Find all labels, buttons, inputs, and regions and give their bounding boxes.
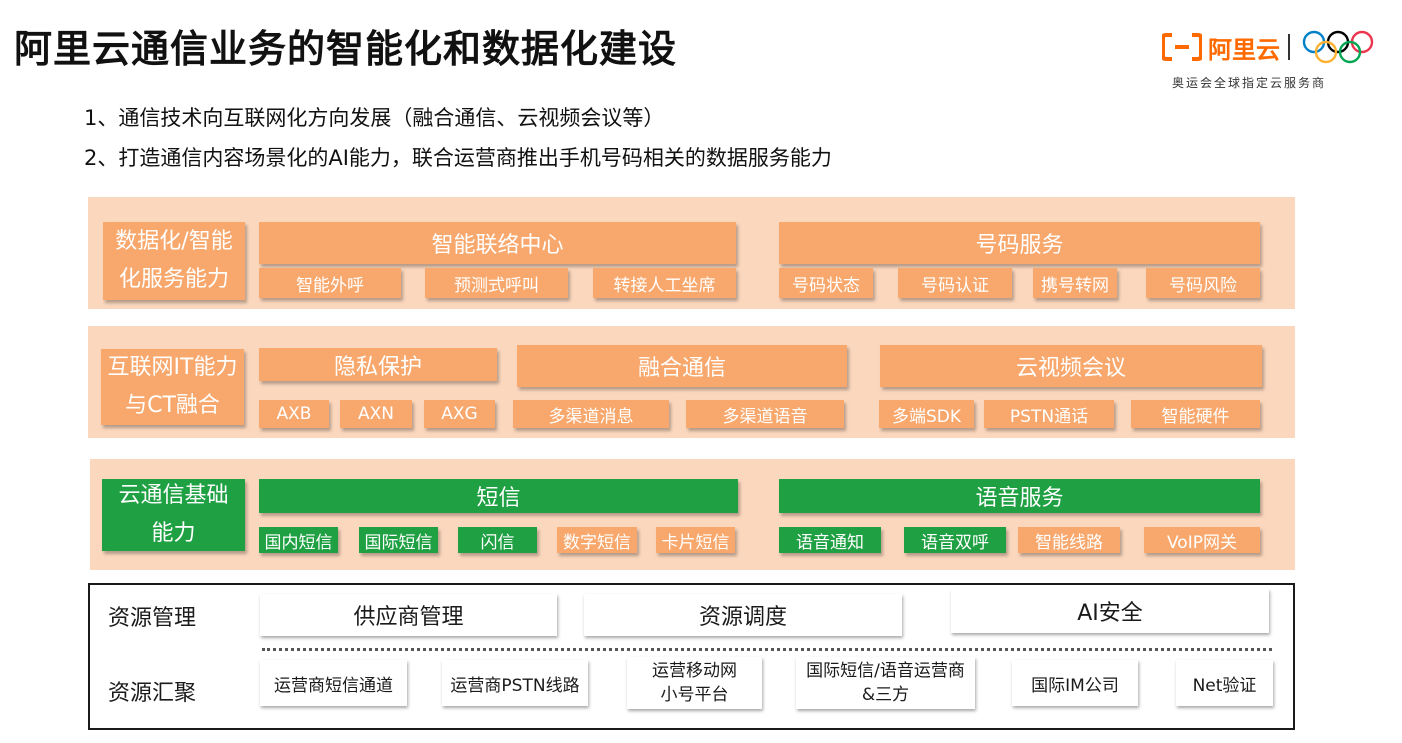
item-mobile-virtual-number: 运营移动网 小号平台 — [627, 657, 762, 709]
item-multichannel-message: 多渠道消息 — [513, 400, 669, 428]
item-net-verification: Net验证 — [1176, 660, 1273, 706]
item-domestic-sms: 国内短信 — [259, 527, 338, 553]
category-line-1: 数据化/智能 — [115, 229, 233, 254]
category-line-2: 能力 — [151, 521, 196, 546]
header-number-service: 号码服务 — [779, 222, 1260, 264]
item-predictive-call: 预测式呼叫 — [425, 268, 568, 298]
category-data-service: 数据化/智能 化服务能力 — [103, 222, 245, 300]
item-ai-security: AI安全 — [951, 589, 1269, 633]
item-voip-gateway: VoIP网关 — [1144, 527, 1260, 553]
bullet-2: 2、打造通信内容场景化的AI能力，联合运营商推出手机号码相关的数据服务能力 — [84, 146, 832, 170]
bullet-1: 1、通信技术向互联网化方向发展（融合通信、云视频会议等） — [84, 106, 665, 130]
item-international-im: 国际IM公司 — [1012, 660, 1138, 706]
label-resource-management: 资源管理 — [108, 606, 197, 631]
header-smart-contact-center: 智能联络中心 — [259, 222, 736, 264]
header-voice-service: 语音服务 — [779, 479, 1260, 513]
item-multichannel-voice: 多渠道语音 — [686, 400, 844, 428]
item-line-2: 小号平台 — [660, 685, 729, 705]
label-resource-aggregation: 资源汇聚 — [108, 681, 197, 706]
category-internet-it: 互联网IT能力 与CT融合 — [101, 349, 244, 425]
item-multi-sdk: 多端SDK — [879, 400, 974, 428]
item-carrier-sms-channel: 运营商短信通道 — [260, 660, 407, 706]
item-line-1: 国际短信/语音运营商 — [806, 661, 965, 681]
item-international-carrier: 国际短信/语音运营商 &三方 — [796, 657, 975, 709]
item-international-sms: 国际短信 — [359, 527, 438, 553]
category-line-2: 化服务能力 — [118, 267, 229, 292]
item-axb: AXB — [259, 400, 329, 428]
category-line-1: 互联网IT能力 — [107, 355, 238, 380]
item-transfer-agent: 转接人工坐席 — [593, 268, 736, 298]
item-number-auth: 号码认证 — [898, 268, 1012, 298]
item-pstn-call: PSTN通话 — [984, 400, 1114, 428]
category-line-2: 与CT融合 — [125, 393, 220, 418]
item-number-status: 号码状态 — [779, 268, 873, 298]
item-voice-dual-call: 语音双呼 — [904, 527, 1006, 553]
item-supplier-management: 供应商管理 — [260, 594, 557, 636]
item-resource-scheduling: 资源调度 — [584, 594, 902, 636]
separator-dotted-line — [262, 648, 1272, 651]
item-number-portability: 携号转网 — [1033, 268, 1117, 298]
olympic-rings-icon — [1302, 30, 1374, 64]
item-card-sms: 卡片短信 — [656, 527, 735, 553]
brand-name: 阿里云 — [1208, 36, 1280, 64]
header-sms: 短信 — [259, 479, 738, 513]
item-number-risk: 号码风险 — [1146, 268, 1260, 298]
category-line-1: 云通信基础 — [118, 483, 229, 508]
header-privacy-protection: 隐私保护 — [259, 348, 497, 381]
item-flash-sms: 闪信 — [458, 527, 537, 553]
item-axg: AXG — [424, 400, 495, 428]
item-smart-hardware: 智能硬件 — [1131, 400, 1260, 428]
brand-tagline: 奥运会全球指定云服务商 — [1172, 76, 1327, 90]
item-smart-outbound: 智能外呼 — [259, 268, 401, 298]
item-axn: AXN — [340, 400, 412, 428]
item-carrier-pstn-line: 运营商PSTN线路 — [442, 660, 588, 706]
item-digital-sms: 数字短信 — [557, 527, 637, 553]
page-title: 阿里云通信业务的智能化和数据化建设 — [14, 27, 678, 71]
item-smart-line: 智能线路 — [1018, 527, 1120, 553]
item-voice-notify: 语音通知 — [779, 527, 881, 553]
category-basic: 云通信基础 能力 — [102, 479, 245, 551]
aliyun-bracket-icon — [1162, 33, 1202, 61]
item-line-2: &三方 — [861, 685, 910, 705]
item-line-1: 运营移动网 — [652, 661, 737, 681]
logo-divider — [1288, 34, 1290, 60]
aliyun-logo: 阿里云 奥运会全球指定云服务商 — [1162, 26, 1382, 96]
header-cloud-video-meeting: 云视频会议 — [880, 345, 1262, 387]
header-converged-comm: 融合通信 — [517, 345, 847, 387]
layer-basic — [90, 459, 1295, 570]
